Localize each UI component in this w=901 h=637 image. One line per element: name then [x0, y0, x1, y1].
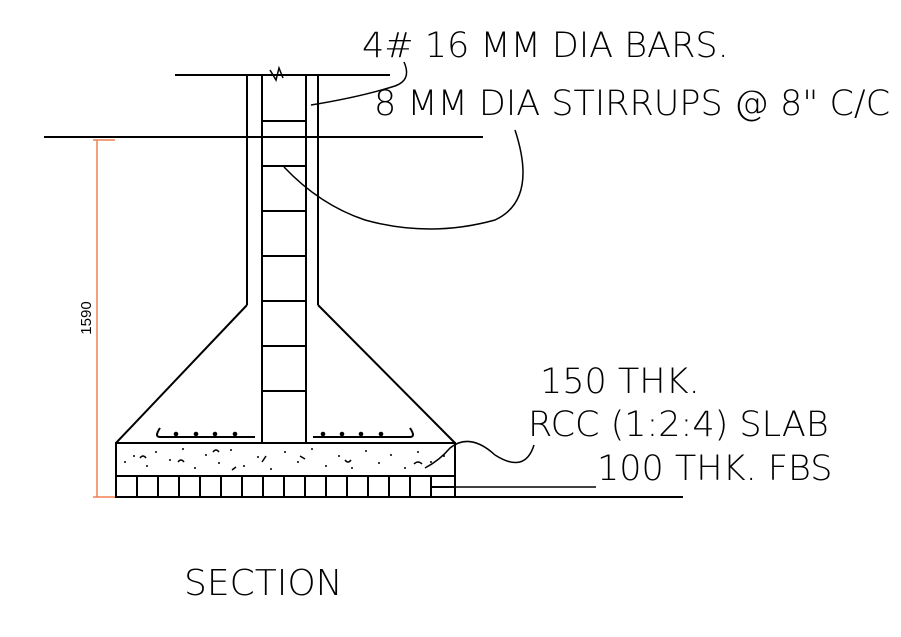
dimension-line — [93, 139, 115, 498]
label-stirrups: 8 MM DIA STIRRUPS @ 8" C/C — [374, 84, 890, 124]
break-symbol — [269, 65, 284, 82]
label-slab-mix: RCC (1:2:4) SLAB — [528, 405, 829, 445]
footing-slopes — [115, 304, 456, 444]
leader-slab — [424, 440, 535, 469]
fbs-layer — [115, 475, 456, 498]
stirrups — [262, 120, 306, 392]
rcc-slab — [115, 442, 456, 477]
label-bars: 4# 16 MM DIA BARS. — [362, 26, 729, 66]
leader-bars — [310, 61, 408, 106]
column — [246, 75, 319, 443]
label-fbs: 100 THK. FBS — [597, 449, 832, 489]
slab-main-bars — [156, 427, 414, 438]
label-slab-thickness: 150 THK. — [540, 362, 700, 402]
dimension-value: 1590 — [78, 301, 95, 334]
concrete-hatch — [124, 448, 445, 470]
concrete-aggregate — [139, 449, 423, 471]
section-title: SECTION — [184, 563, 343, 604]
leader-stirrups — [283, 129, 524, 230]
